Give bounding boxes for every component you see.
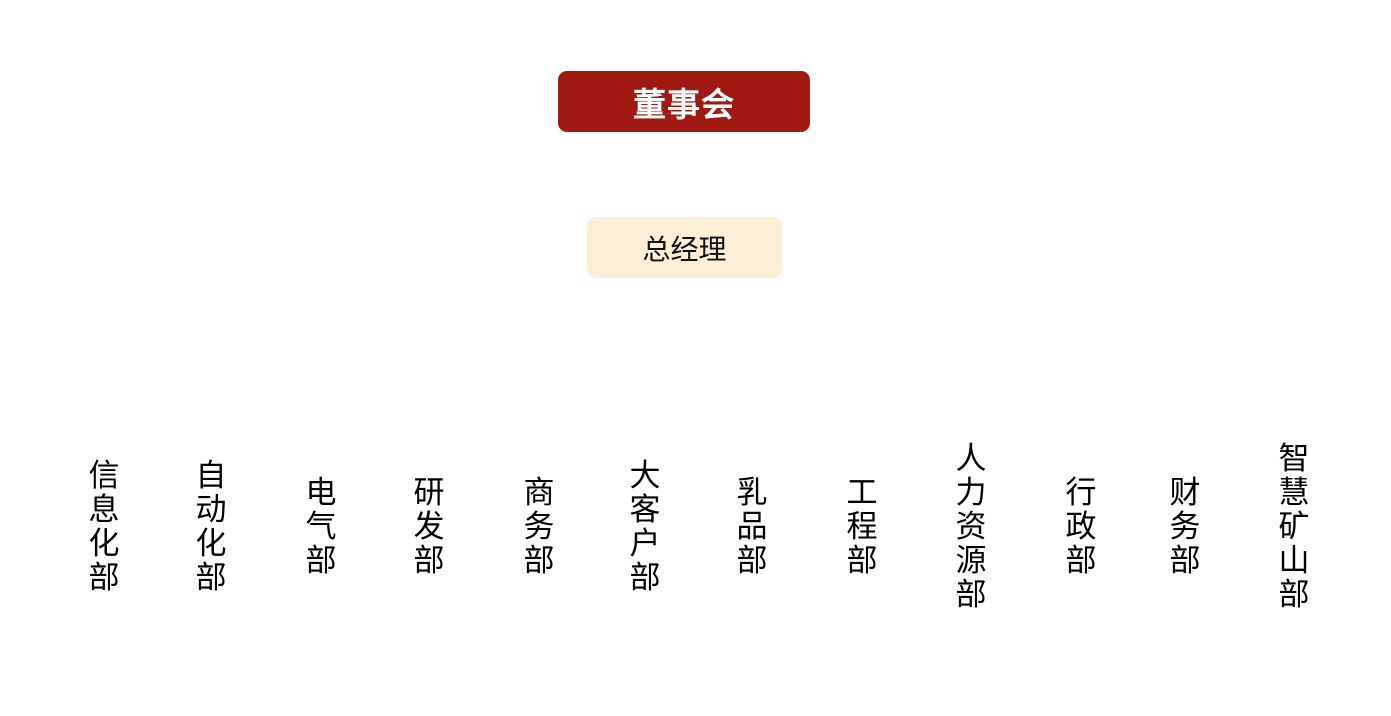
department-node[interactable]: 工程部: [846, 475, 878, 579]
department-node[interactable]: 乳品部: [736, 475, 768, 579]
board-of-directors-label: 董事会: [633, 84, 735, 124]
department-node[interactable]: 大客户部: [629, 458, 661, 596]
department-node[interactable]: 行政部: [1065, 475, 1097, 579]
department-node[interactable]: 商务部: [523, 475, 555, 579]
department-node[interactable]: 智慧矿山部: [1278, 441, 1310, 613]
general-manager-label: 总经理: [642, 232, 727, 266]
general-manager-node[interactable]: 总经理: [587, 217, 782, 278]
department-node[interactable]: 电气部: [305, 475, 337, 579]
department-node[interactable]: 人力资源部: [955, 441, 987, 613]
board-of-directors-node[interactable]: 董事会: [558, 71, 810, 132]
department-node[interactable]: 研发部: [413, 475, 445, 579]
department-node[interactable]: 自动化部: [195, 458, 227, 596]
department-node[interactable]: 财务部: [1169, 475, 1201, 579]
department-node[interactable]: 信息化部: [88, 458, 120, 596]
